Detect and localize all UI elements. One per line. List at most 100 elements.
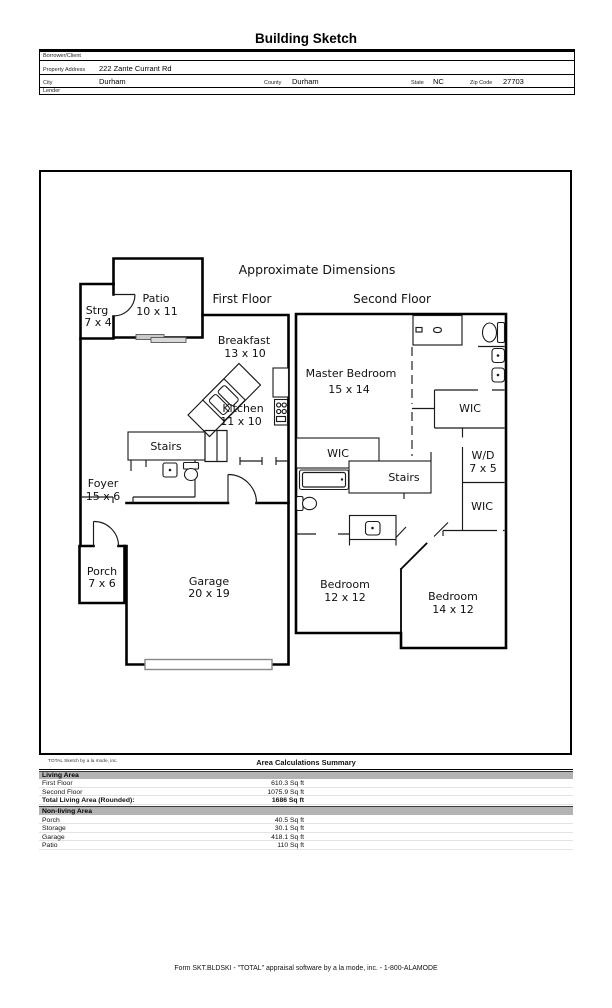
room-kitchen-dim: 11 x 10 (220, 415, 262, 428)
sink-dot-3 (371, 526, 374, 530)
floor-plan-svg: Approximate Dimensions First Floor Secon… (78, 257, 508, 671)
room-strg: Strg (86, 304, 109, 317)
burner-2 (281, 402, 287, 408)
summary-row: Garage 418.1 Sq ft (39, 833, 573, 841)
first-floor-plan (78, 257, 290, 671)
sliding-door-panel-1 (135, 334, 165, 340)
tub-drain (340, 478, 344, 481)
lender-label: Lender (43, 88, 61, 94)
second-floor-outer-walls (294, 312, 508, 650)
room-wd-dim: 7 x 5 (469, 462, 497, 475)
room-wic-master: WIC (327, 447, 349, 460)
row-label: Storage (42, 825, 66, 832)
form-row-city: City Durham County Durham State NC Zip C… (40, 75, 574, 88)
room-foyer-dim: 15 x 6 (86, 490, 121, 503)
kitchen-cabinet (272, 367, 290, 398)
page-title: Building Sketch (254, 31, 357, 46)
room-wic-lower: WIC (471, 500, 493, 513)
row-value: 418.1 Sq ft (271, 833, 304, 841)
room-patio-dim: 10 x 11 (136, 305, 178, 318)
toilet-bowl-icon (183, 467, 199, 482)
room-garage-dim: 20 x 19 (188, 587, 230, 600)
bedroom-divider-wall (399, 542, 428, 634)
zip-value: 27703 (503, 77, 524, 86)
garage-door (144, 658, 273, 671)
area-summary: TOTAL Sketch by a la mode, inc. Area Cal… (39, 755, 573, 855)
row-label: Second Floor (42, 788, 83, 796)
toilet-bowl-icon-3 (301, 496, 318, 511)
row-label: First Floor (42, 780, 73, 787)
row-value: 1075.9 Sq ft (267, 788, 304, 796)
footer-text: Form SKT.BLDSKI - "TOTAL" appraisal soft… (174, 965, 438, 972)
row-value: 610.3 Sq ft (271, 780, 304, 787)
summary-row: Storage 30.1 Sq ft (39, 824, 573, 833)
bedroom-door-leaf (433, 522, 449, 537)
room-porch-dim: 7 x 6 (88, 577, 116, 590)
second-floor-plan (294, 312, 508, 650)
sliding-door-panel-2 (150, 337, 187, 343)
vanity-counter (412, 314, 463, 346)
sink-dot-2 (496, 373, 500, 377)
room-strg-dim: 7 x 4 (84, 316, 112, 329)
room-bedroom14-dim: 14 x 12 (432, 603, 474, 616)
title-rule (39, 48, 575, 51)
sink-drain-dot (168, 468, 172, 472)
tub-outer (298, 469, 350, 491)
nonliving-area-band: Non-living Area (39, 806, 573, 815)
second-floor-label: Second Floor (353, 292, 431, 306)
summary-row: Patio 110 Sq ft (39, 841, 573, 850)
heading-approximate-dimensions: Approximate Dimensions (239, 262, 396, 277)
state-value: NC (433, 77, 444, 86)
attribution-note: TOTAL Sketch by a la mode, inc. (48, 759, 118, 764)
city-label: City (43, 80, 53, 86)
first-floor-label: First Floor (213, 292, 272, 306)
row-label: Garage (42, 833, 65, 841)
room-wd: W/D (471, 449, 494, 462)
room-garage: Garage (189, 575, 230, 588)
county-value: Durham (292, 77, 319, 86)
tub-inner (301, 471, 347, 488)
storage-walls (79, 282, 115, 340)
nonliving-area-header: Non-living Area (42, 807, 92, 815)
sketch-area: Approximate Dimensions First Floor Secon… (39, 170, 572, 755)
room-stairs1: Stairs (150, 440, 182, 453)
entry-door-arc (92, 520, 120, 547)
total-label: Total Living Area (Rounded): (42, 797, 135, 804)
room-bedroom12-dim: 12 x 12 (324, 591, 366, 604)
toilet-bowl-icon-2 (481, 322, 498, 343)
stairs-second-floor-box (348, 460, 432, 494)
sink-dot-1 (496, 354, 500, 357)
toilet-tank-icon-2 (496, 321, 506, 344)
zip-label: Zip Code (470, 80, 493, 86)
borrower-label: Borrower/Client (43, 53, 81, 59)
stove-icon (273, 398, 289, 426)
room-stairs2: Stairs (388, 471, 420, 484)
row-value: 40.5 Sq ft (274, 816, 304, 824)
form-row-address: Property Address 222 Zante Currant Rd (40, 61, 574, 75)
row-label: Patio (42, 842, 58, 849)
room-breakfast: Breakfast (218, 334, 271, 347)
vanity-sink-icon (432, 326, 443, 334)
summary-row: Porch 40.5 Sq ft (39, 816, 573, 824)
porch-walls (78, 544, 126, 605)
living-area-band: Living Area (39, 770, 573, 779)
form-row-borrower: Borrower/Client (40, 52, 574, 61)
room-bedroom14: Bedroom (428, 590, 478, 603)
bathtub-icon (298, 469, 350, 491)
room-bedroom12: Bedroom (320, 578, 370, 591)
property-address-label: Property Address (43, 67, 86, 73)
room-wic-hall: WIC (459, 402, 481, 415)
row-value: 30.1 Sq ft (274, 825, 304, 832)
row-value: 110 Sq ft (277, 842, 304, 849)
property-address-value: 222 Zante Currant Rd (99, 64, 172, 73)
burner-4 (281, 408, 287, 415)
area-summary-title: Area Calculations Summary (256, 757, 356, 767)
vanity-soap-dish (415, 326, 423, 333)
total-living-row: Total Living Area (Rounded): 1686 Sq ft (39, 796, 573, 805)
oven-door (275, 415, 287, 423)
wic-hall-walls (433, 389, 505, 429)
property-form: Borrower/Client Property Address 222 Zan… (39, 50, 575, 95)
room-foyer: Foyer (88, 477, 119, 490)
patio-walls (112, 257, 204, 339)
patio-door-arc (113, 293, 136, 317)
